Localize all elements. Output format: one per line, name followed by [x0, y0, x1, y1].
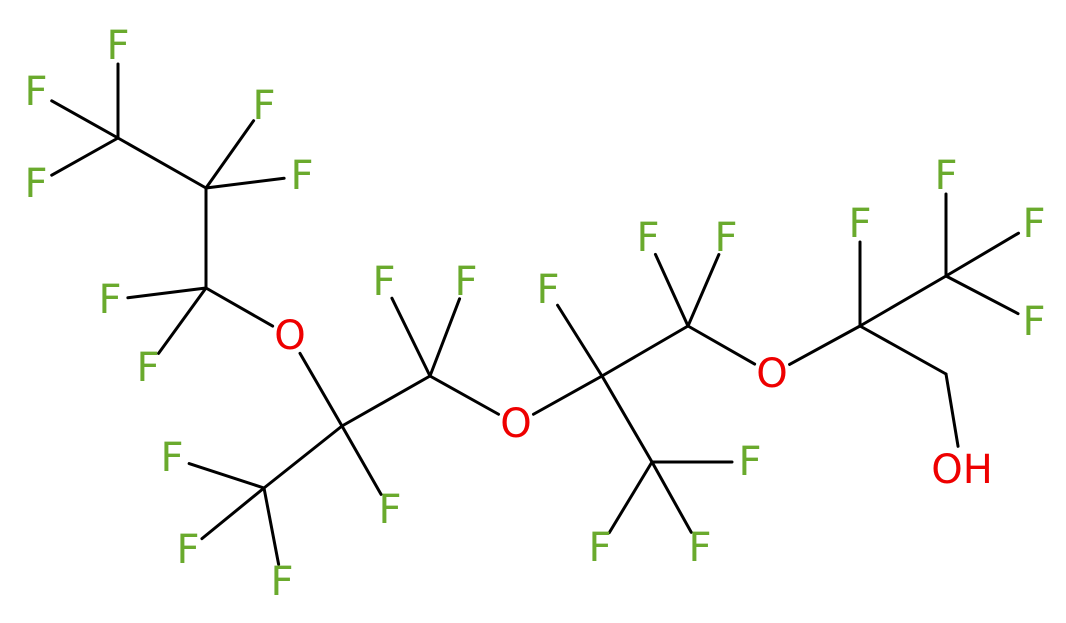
bond-a5-a6	[204, 119, 256, 190]
fluorine-label-a17: F	[160, 435, 183, 481]
bond-a28-a30	[686, 253, 721, 328]
bond-a1-a4	[50, 136, 120, 177]
fluorine-label-a4: F	[24, 161, 47, 207]
fluorine-label-a19: F	[372, 259, 395, 305]
fluorine-label-a10: F	[136, 345, 159, 391]
fluorine-label-a29: F	[636, 215, 659, 261]
fluorine-label-a30: F	[714, 215, 737, 261]
bond-a14-a16	[262, 486, 281, 566]
bond-a32-a34	[858, 274, 948, 328]
bond-a22-a24	[600, 374, 654, 464]
bond-layer	[50, 62, 1021, 566]
bond-a18-a21	[428, 374, 501, 416]
bond-a12-a18	[340, 374, 432, 428]
bond-a24-a25	[607, 460, 654, 535]
bond-a18-a20	[428, 297, 462, 378]
bond-a32-a38	[858, 324, 948, 376]
bond-a5-a7	[204, 176, 286, 190]
bond-a24-a26	[650, 460, 693, 534]
bond-a8-a10	[157, 286, 208, 355]
fluorine-label-a26: F	[688, 525, 711, 571]
oxygen-label-a31: O	[756, 351, 787, 397]
fluorine-label-a23: F	[536, 267, 559, 313]
fluorine-label-a25: F	[588, 525, 611, 571]
bond-a12-a13	[340, 424, 383, 496]
bond-a38-a39	[944, 372, 960, 448]
bond-a11-a12	[298, 351, 344, 428]
oxygen-label-a39: OH	[931, 447, 993, 493]
fluorine-label-a27: F	[738, 439, 761, 485]
bond-a12-a14	[262, 424, 344, 490]
fluorine-label-a3: F	[24, 69, 47, 115]
fluorine-label-a2: F	[106, 23, 129, 69]
fluorine-label-a33: F	[848, 201, 871, 247]
bond-a8-a9	[126, 286, 208, 300]
oxygen-label-a11: O	[274, 313, 305, 359]
bond-a31-a32	[788, 324, 862, 366]
bond-a18-a19	[390, 296, 432, 378]
bond-a1-a5	[116, 136, 208, 190]
fluorine-label-a20: F	[454, 259, 477, 305]
bond-a34-a36	[944, 231, 1021, 278]
bond-a28-a29	[653, 252, 690, 328]
bond-a8-a11	[204, 286, 275, 328]
bond-a28-a31	[686, 324, 757, 366]
bond-a22-a28	[600, 324, 690, 378]
fluorine-label-a13: F	[378, 487, 401, 533]
fluorine-label-a7: F	[290, 153, 313, 199]
bond-a14-a17	[187, 462, 266, 490]
bond-a21-a22	[531, 374, 604, 416]
fluorine-label-a16: F	[270, 559, 293, 605]
bond-a1-a3	[50, 99, 120, 140]
bond-a34-a37	[944, 274, 1020, 316]
fluorine-label-a9: F	[98, 277, 121, 323]
bond-a14-a15	[200, 486, 266, 541]
oxygen-label-a21: O	[500, 401, 531, 447]
fluorine-label-a15: F	[176, 527, 199, 573]
fluorine-label-a37: F	[1022, 299, 1045, 345]
fluorine-label-a6: F	[252, 83, 275, 129]
fluorine-label-a36: F	[1022, 201, 1045, 247]
bond-a22-a23	[556, 303, 604, 378]
fluorine-label-a35: F	[934, 153, 957, 199]
